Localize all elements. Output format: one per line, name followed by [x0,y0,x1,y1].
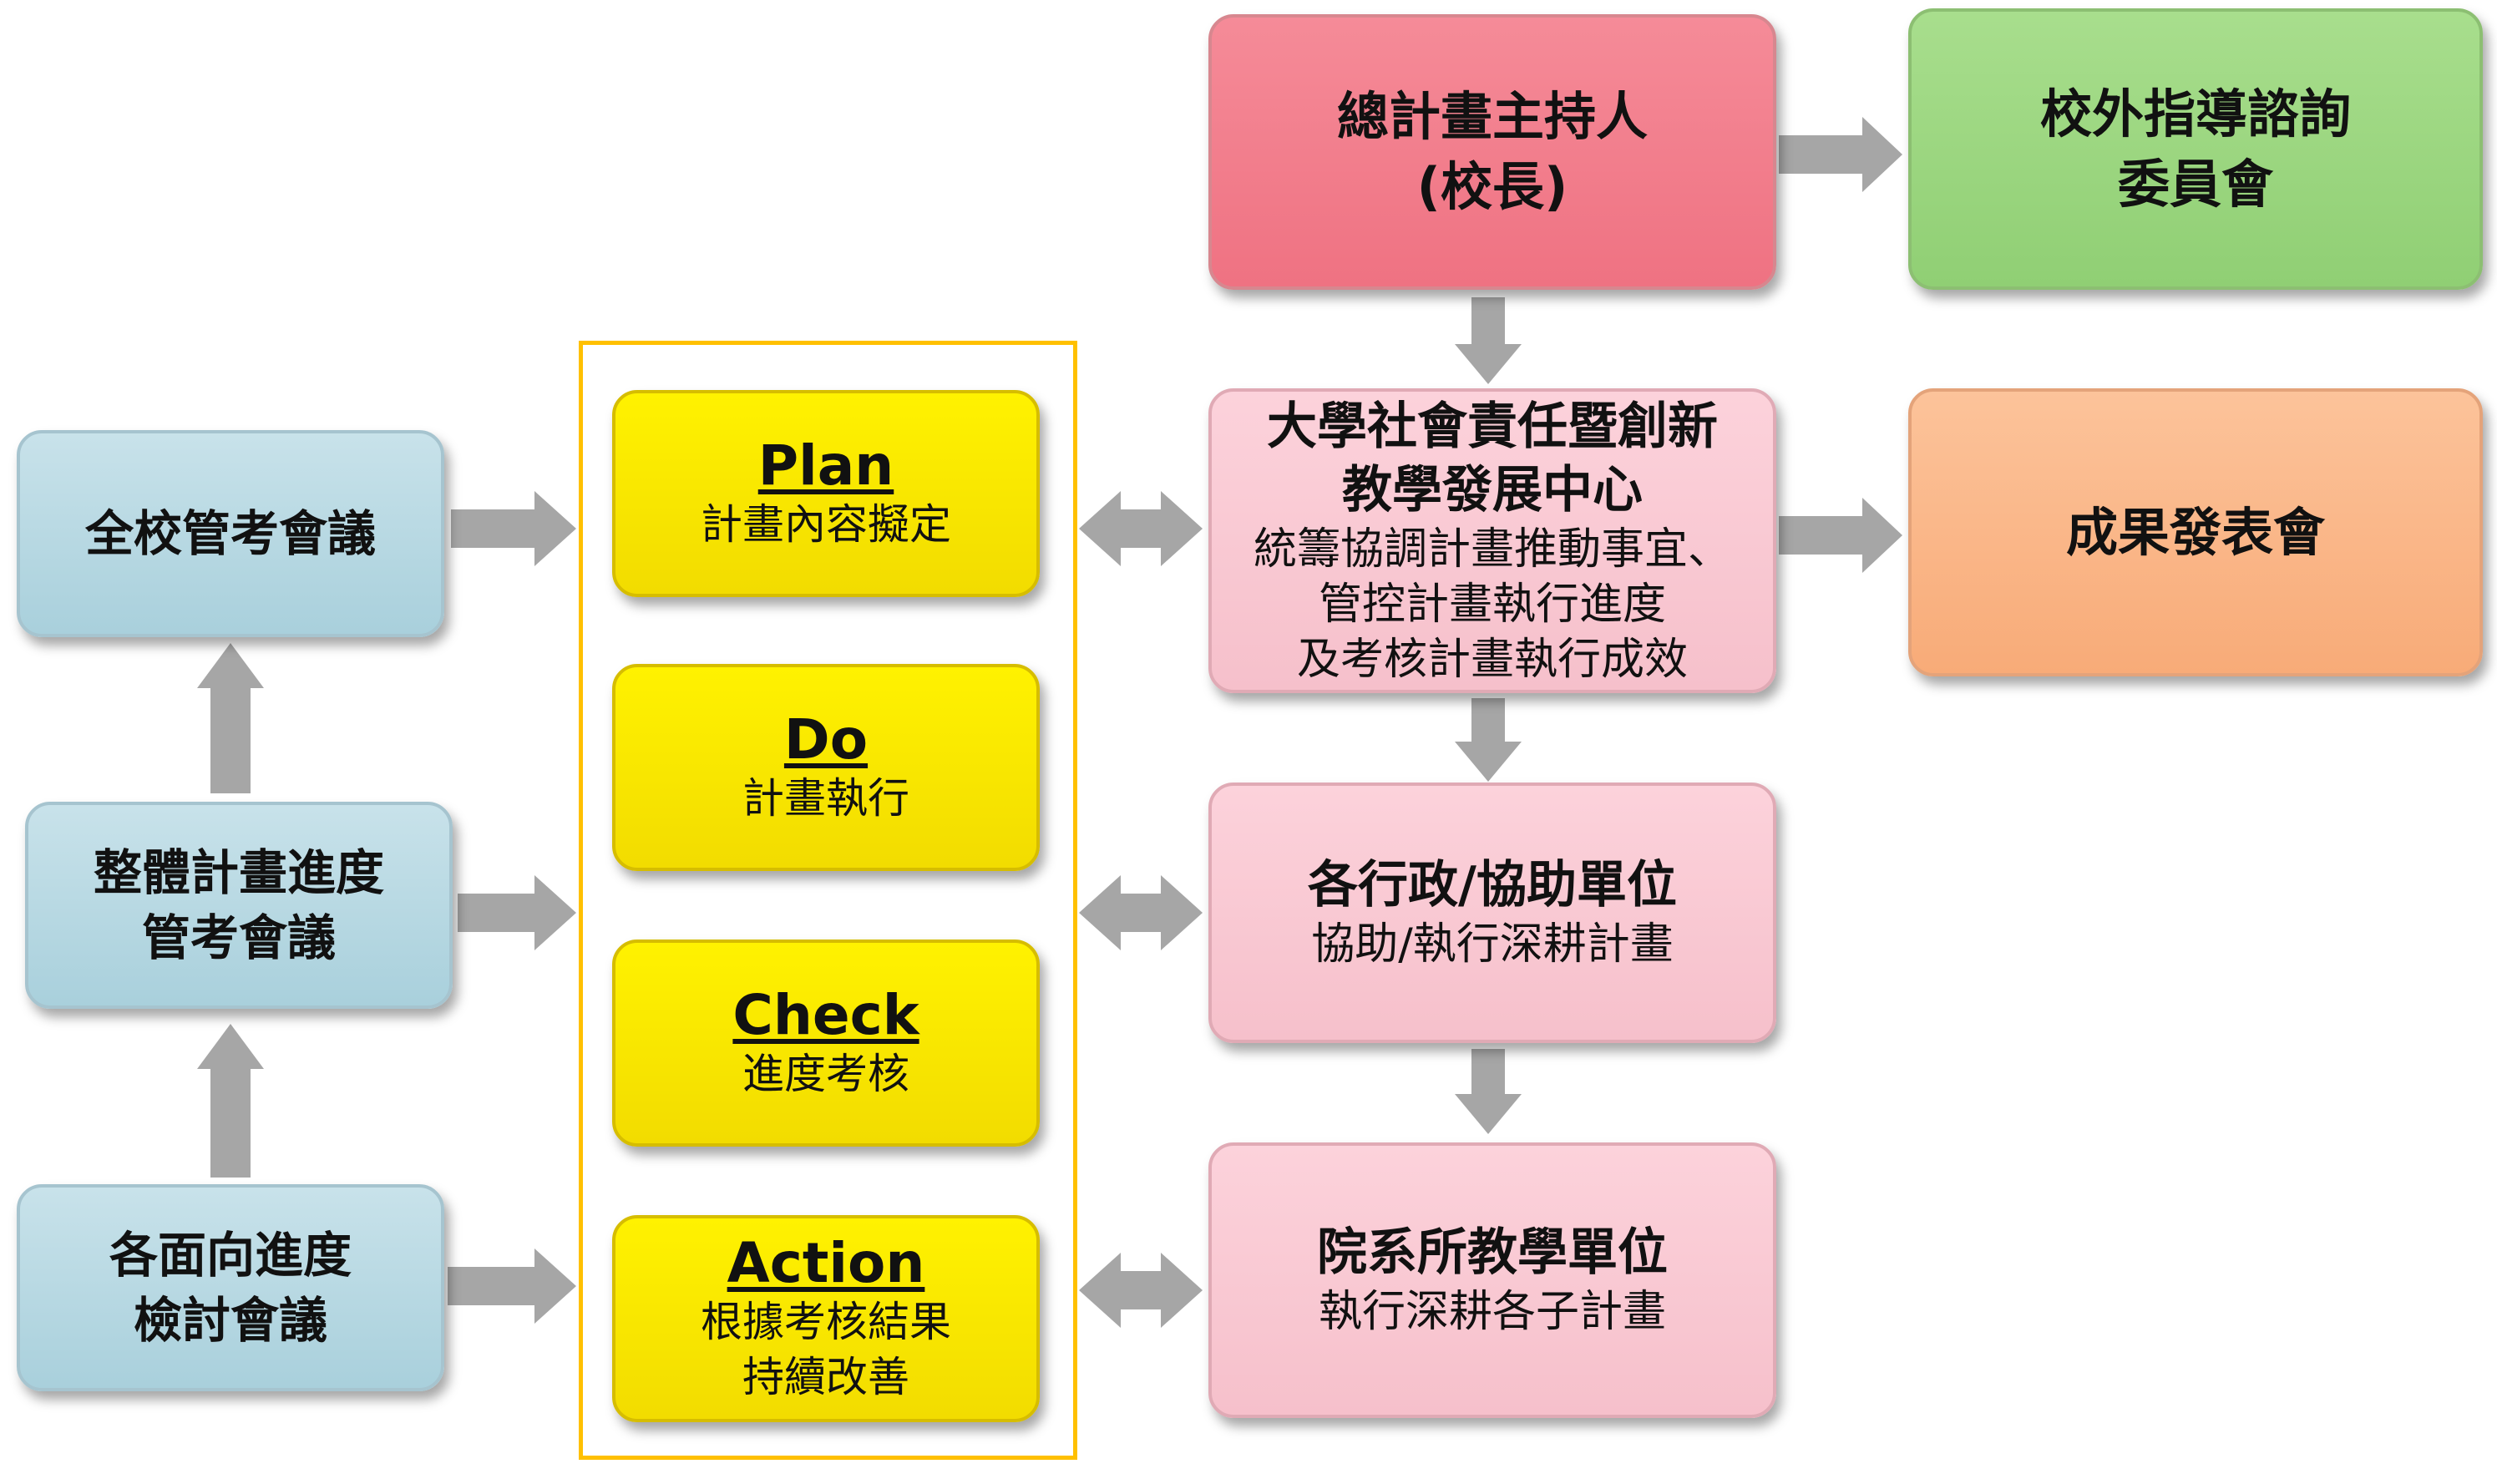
check-box: Check 進度考核 [612,940,1040,1147]
double-arrow-plan-center [1079,491,1203,566]
action-desc-line1: 根據考核結果 [701,1298,951,1346]
arrow-progress-to-do [458,875,576,950]
arrow-center-to-results [1779,498,1902,573]
usr-center-desc-line1: 統籌協調計畫推動事宜、 [1253,524,1731,575]
academic-units-desc: 執行深耕各子計畫 [1318,1287,1666,1337]
admin-units-desc: 協助/執行深耕計畫 [1311,919,1674,970]
do-title: Do [783,707,869,772]
advisory-committee-line2: 委員會 [2117,153,2273,215]
arrow-host-to-advisory [1779,117,1902,192]
results-presentation-box: 成果發表會 [1908,388,2483,676]
action-desc-line2: 持續改善 [742,1353,909,1401]
usr-center-desc-line3: 及考核計畫執行成效 [1296,634,1688,685]
results-presentation-label: 成果發表會 [2065,501,2325,563]
principal-investigator-box: 總計畫主持人 (校長) [1208,14,1776,290]
principal-investigator-line2: (校長) [1416,156,1568,217]
do-desc: 計畫執行 [742,774,909,823]
arrow-host-to-center [1455,297,1522,384]
arrow-up-review-to-progress [197,1024,264,1178]
admin-units-title: 各行政/協助單位 [1308,856,1677,914]
usr-center-title-line1: 大學社會責任暨創新 [1267,397,1718,456]
double-arrow-do-admin [1079,875,1203,950]
advisory-committee-box: 校外指導諮詢 委員會 [1908,8,2483,290]
pdca-frame [579,341,1077,1460]
academic-units-title: 院系所教學單位 [1317,1223,1668,1282]
overall-progress-meeting-line2: 管考會議 [141,909,336,966]
plan-desc: 計畫內容擬定 [701,500,951,549]
academic-units-box: 院系所教學單位 執行深耕各子計畫 [1208,1142,1776,1418]
aspect-review-meeting-line2: 檢討會議 [133,1292,327,1349]
overall-progress-meeting-box: 整體計畫進度 管考會議 [25,802,453,1009]
double-arrow-action-academic [1079,1253,1203,1328]
principal-investigator-line1: 總計畫主持人 [1336,86,1648,147]
arrow-admin-to-academic [1455,1049,1522,1134]
arrow-review-to-action [448,1248,576,1324]
check-desc: 進度考核 [742,1050,909,1098]
action-box: Action 根據考核結果 持續改善 [612,1215,1040,1422]
usr-center-title-line2: 教學發展中心 [1342,460,1643,519]
arrow-up-progress-to-school [197,643,264,793]
action-title: Action [727,1231,925,1295]
school-review-meeting-label: 全校管考會議 [84,505,376,562]
plan-box: Plan 計畫內容擬定 [612,390,1040,597]
advisory-committee-line1: 校外指導諮詢 [2039,83,2351,144]
usr-center-desc-line2: 管控計畫執行進度 [1318,579,1666,630]
plan-title: Plan [757,433,894,498]
overall-progress-meeting-line1: 整體計畫進度 [93,844,384,901]
school-review-meeting-box: 全校管考會議 [17,430,444,637]
usr-center-box: 大學社會責任暨創新 教學發展中心 統籌協調計畫推動事宜、 管控計畫執行進度 及考… [1208,388,1776,693]
do-box: Do 計畫執行 [612,664,1040,871]
aspect-review-meeting-line1: 各面向進度 [109,1227,352,1284]
check-title: Check [732,983,919,1047]
arrow-school-to-plan [451,491,576,566]
arrow-center-to-admin [1455,698,1522,782]
admin-units-box: 各行政/協助單位 協助/執行深耕計畫 [1208,783,1776,1043]
aspect-review-meeting-box: 各面向進度 檢討會議 [17,1184,444,1391]
